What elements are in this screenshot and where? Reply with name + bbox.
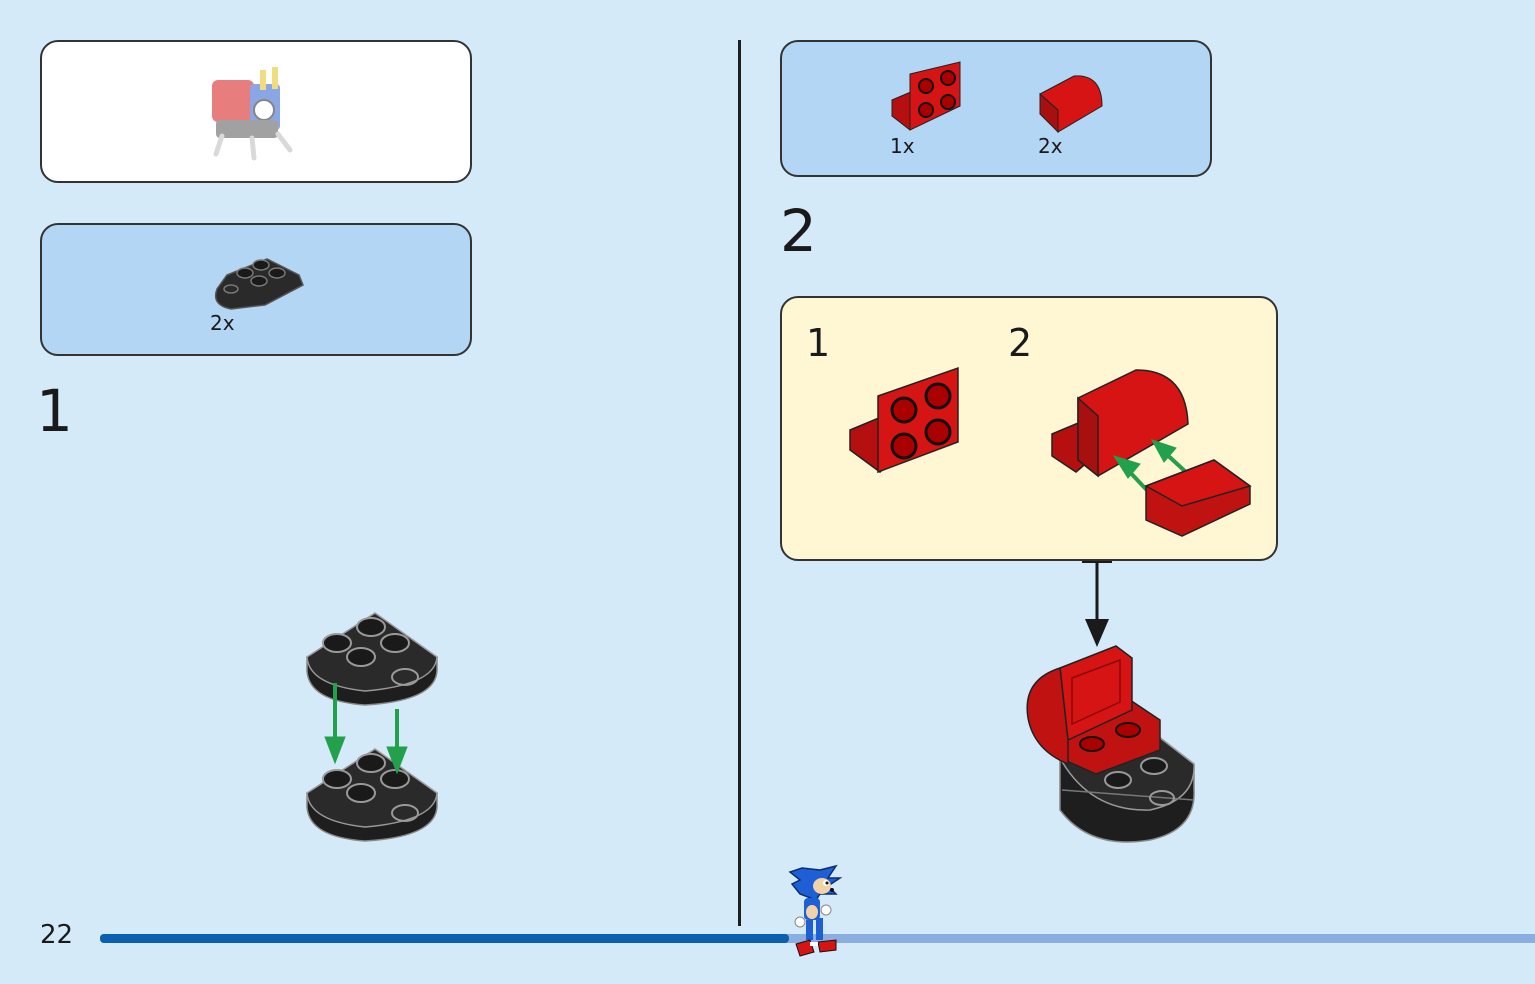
red-bracket-icon [891, 61, 961, 131]
substep-2-assembly-diagram [1051, 369, 1252, 537]
step-1-assembly-diagram [306, 612, 438, 842]
substep-number: 2 [1008, 321, 1033, 365]
black-round-plate-icon [306, 612, 438, 706]
part-quantity: 2x [1038, 134, 1063, 158]
substep-number: 1 [806, 321, 831, 365]
sonic-character-icon [788, 864, 843, 957]
left-parts-panel: 2x [40, 223, 472, 356]
right-parts-panel: 1x 2x [780, 40, 1212, 177]
badnik-model-preview-icon [212, 67, 293, 161]
step-2-assembly-diagram [1026, 645, 1195, 843]
step-number: 2 [780, 197, 817, 265]
page-number: 22 [40, 920, 74, 950]
red-bracket-icon [849, 366, 959, 474]
page-divider [738, 40, 741, 926]
part-quantity: 2x [210, 311, 235, 335]
red-curved-slope-icon [1039, 75, 1103, 134]
progress-fill [100, 934, 789, 943]
black-round-plate-icon [306, 748, 438, 842]
substep-panel: 1 2 [780, 296, 1278, 561]
step-number: 1 [36, 377, 73, 445]
model-preview-panel [40, 40, 472, 183]
down-arrow-icon [1082, 561, 1112, 647]
part-quantity: 1x [890, 134, 915, 158]
green-arrow-icon [324, 683, 408, 775]
black-round-plate-icon [214, 258, 304, 310]
